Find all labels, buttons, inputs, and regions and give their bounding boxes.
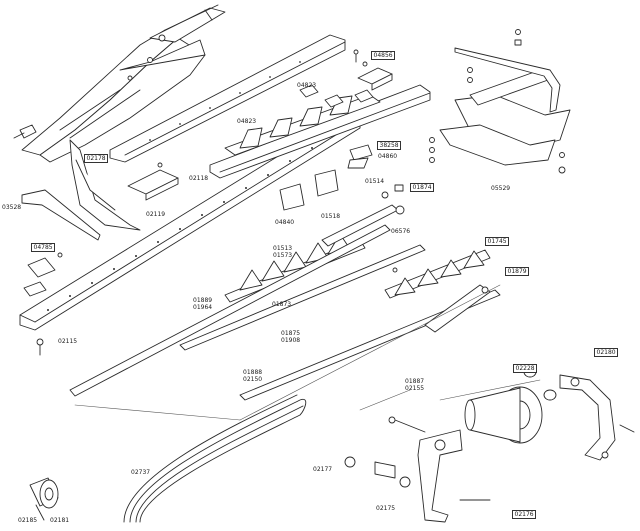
part-label-02119: 02119 [146, 211, 166, 218]
part-label-38258: 38258 [377, 141, 402, 150]
knife-bar-01889 [69, 224, 391, 397]
left-divider-assembly [13, 4, 226, 163]
part-label-02118: 02118 [189, 175, 209, 182]
bearing-02185 [29, 477, 59, 521]
knife-bar-01875 [179, 244, 426, 351]
clip-02118 [127, 169, 179, 201]
leader-lines [74, 284, 541, 421]
part-label-05529: 05529 [491, 185, 511, 192]
knife-sections [224, 233, 366, 303]
right-shoe-assembly [429, 29, 571, 174]
part-label-02177: 02177 [313, 466, 333, 473]
middle-plate [209, 84, 431, 179]
part-label-06576: 06576 [391, 228, 411, 235]
part-label-02737: 02737 [131, 469, 151, 476]
part-label-02185: 02185 [18, 517, 38, 524]
part-label-04860: 04860 [378, 153, 398, 160]
part-label-04856: 04856 [371, 51, 396, 60]
guards-01745 [384, 249, 491, 299]
part-label-04785: 04785 [31, 243, 56, 252]
divider-blade [69, 139, 141, 231]
lever-arm [417, 429, 491, 523]
part-label-04823-b: 04823 [237, 118, 257, 125]
part-label-02115: 02115 [58, 338, 78, 345]
guard-plate [224, 94, 381, 156]
bushings [344, 416, 426, 488]
part-label-03528: 03528 [2, 204, 22, 211]
part-label-02175: 02175 [376, 505, 396, 512]
part-label-01873: 01873 [272, 301, 292, 308]
hub-assembly [464, 366, 557, 444]
clip-parts [299, 84, 374, 108]
part-label-04840: 04840 [275, 219, 295, 226]
knife-head [321, 184, 405, 247]
part-label-01879: 01879 [505, 267, 530, 276]
bolts [36, 162, 398, 356]
part-38258-04860 [347, 144, 373, 169]
part-label-01518: 01518 [321, 213, 341, 220]
part-label-01514: 01514 [365, 178, 385, 185]
spring-blades [123, 394, 307, 523]
shoe-03528 [21, 189, 101, 241]
part-label-02180: 02180 [594, 348, 619, 357]
bracket-02180 [559, 374, 635, 461]
knife-back-04840 [279, 169, 339, 211]
upper-wear-plate [109, 34, 346, 163]
part-label-01874: 01874 [410, 183, 435, 192]
clip-04856 [353, 49, 393, 91]
part-label-01745: 01745 [485, 237, 510, 246]
part-label-02176: 02176 [512, 510, 537, 519]
plates-04785 [23, 257, 56, 297]
part-label-02228: 02228 [513, 364, 538, 373]
part-label-02178: 02178 [84, 154, 109, 163]
part-label-04823-a: 04823 [297, 82, 317, 89]
knife-holder-01879 [424, 284, 491, 333]
part-label-02181: 02181 [50, 517, 70, 524]
